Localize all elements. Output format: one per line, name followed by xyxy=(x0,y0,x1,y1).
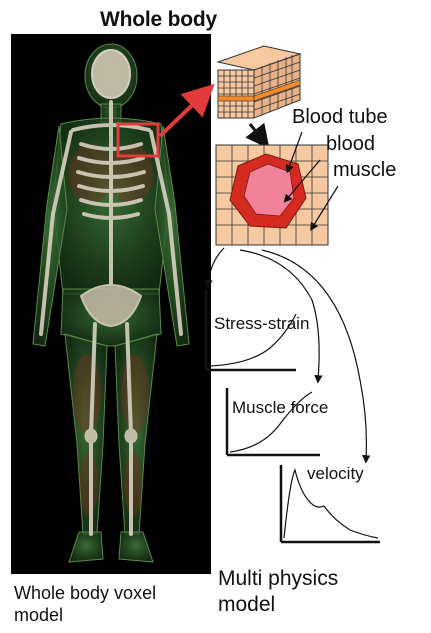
caption-left: Whole body voxel model xyxy=(14,582,156,626)
red-arrow xyxy=(160,92,206,136)
caption-right: Multi physics model xyxy=(218,566,338,618)
caption-left-line2: model xyxy=(14,604,156,626)
caption-right-line1: Multi physics xyxy=(218,566,338,592)
tissue-grid xyxy=(216,145,328,245)
voxel-cube xyxy=(218,46,300,118)
caption-left-line1: Whole body voxel xyxy=(14,582,156,604)
label-blood: blood xyxy=(326,133,375,155)
caption-right-line2: model xyxy=(218,592,338,618)
label-blood-tube: Blood tube xyxy=(292,106,388,128)
black-arrow xyxy=(250,124,264,142)
label-velocity: velocity xyxy=(307,464,364,484)
label-muscle: muscle xyxy=(333,159,396,181)
label-muscle-force: Muscle force xyxy=(232,398,328,418)
label-stress-strain: Stress-strain xyxy=(214,314,309,334)
